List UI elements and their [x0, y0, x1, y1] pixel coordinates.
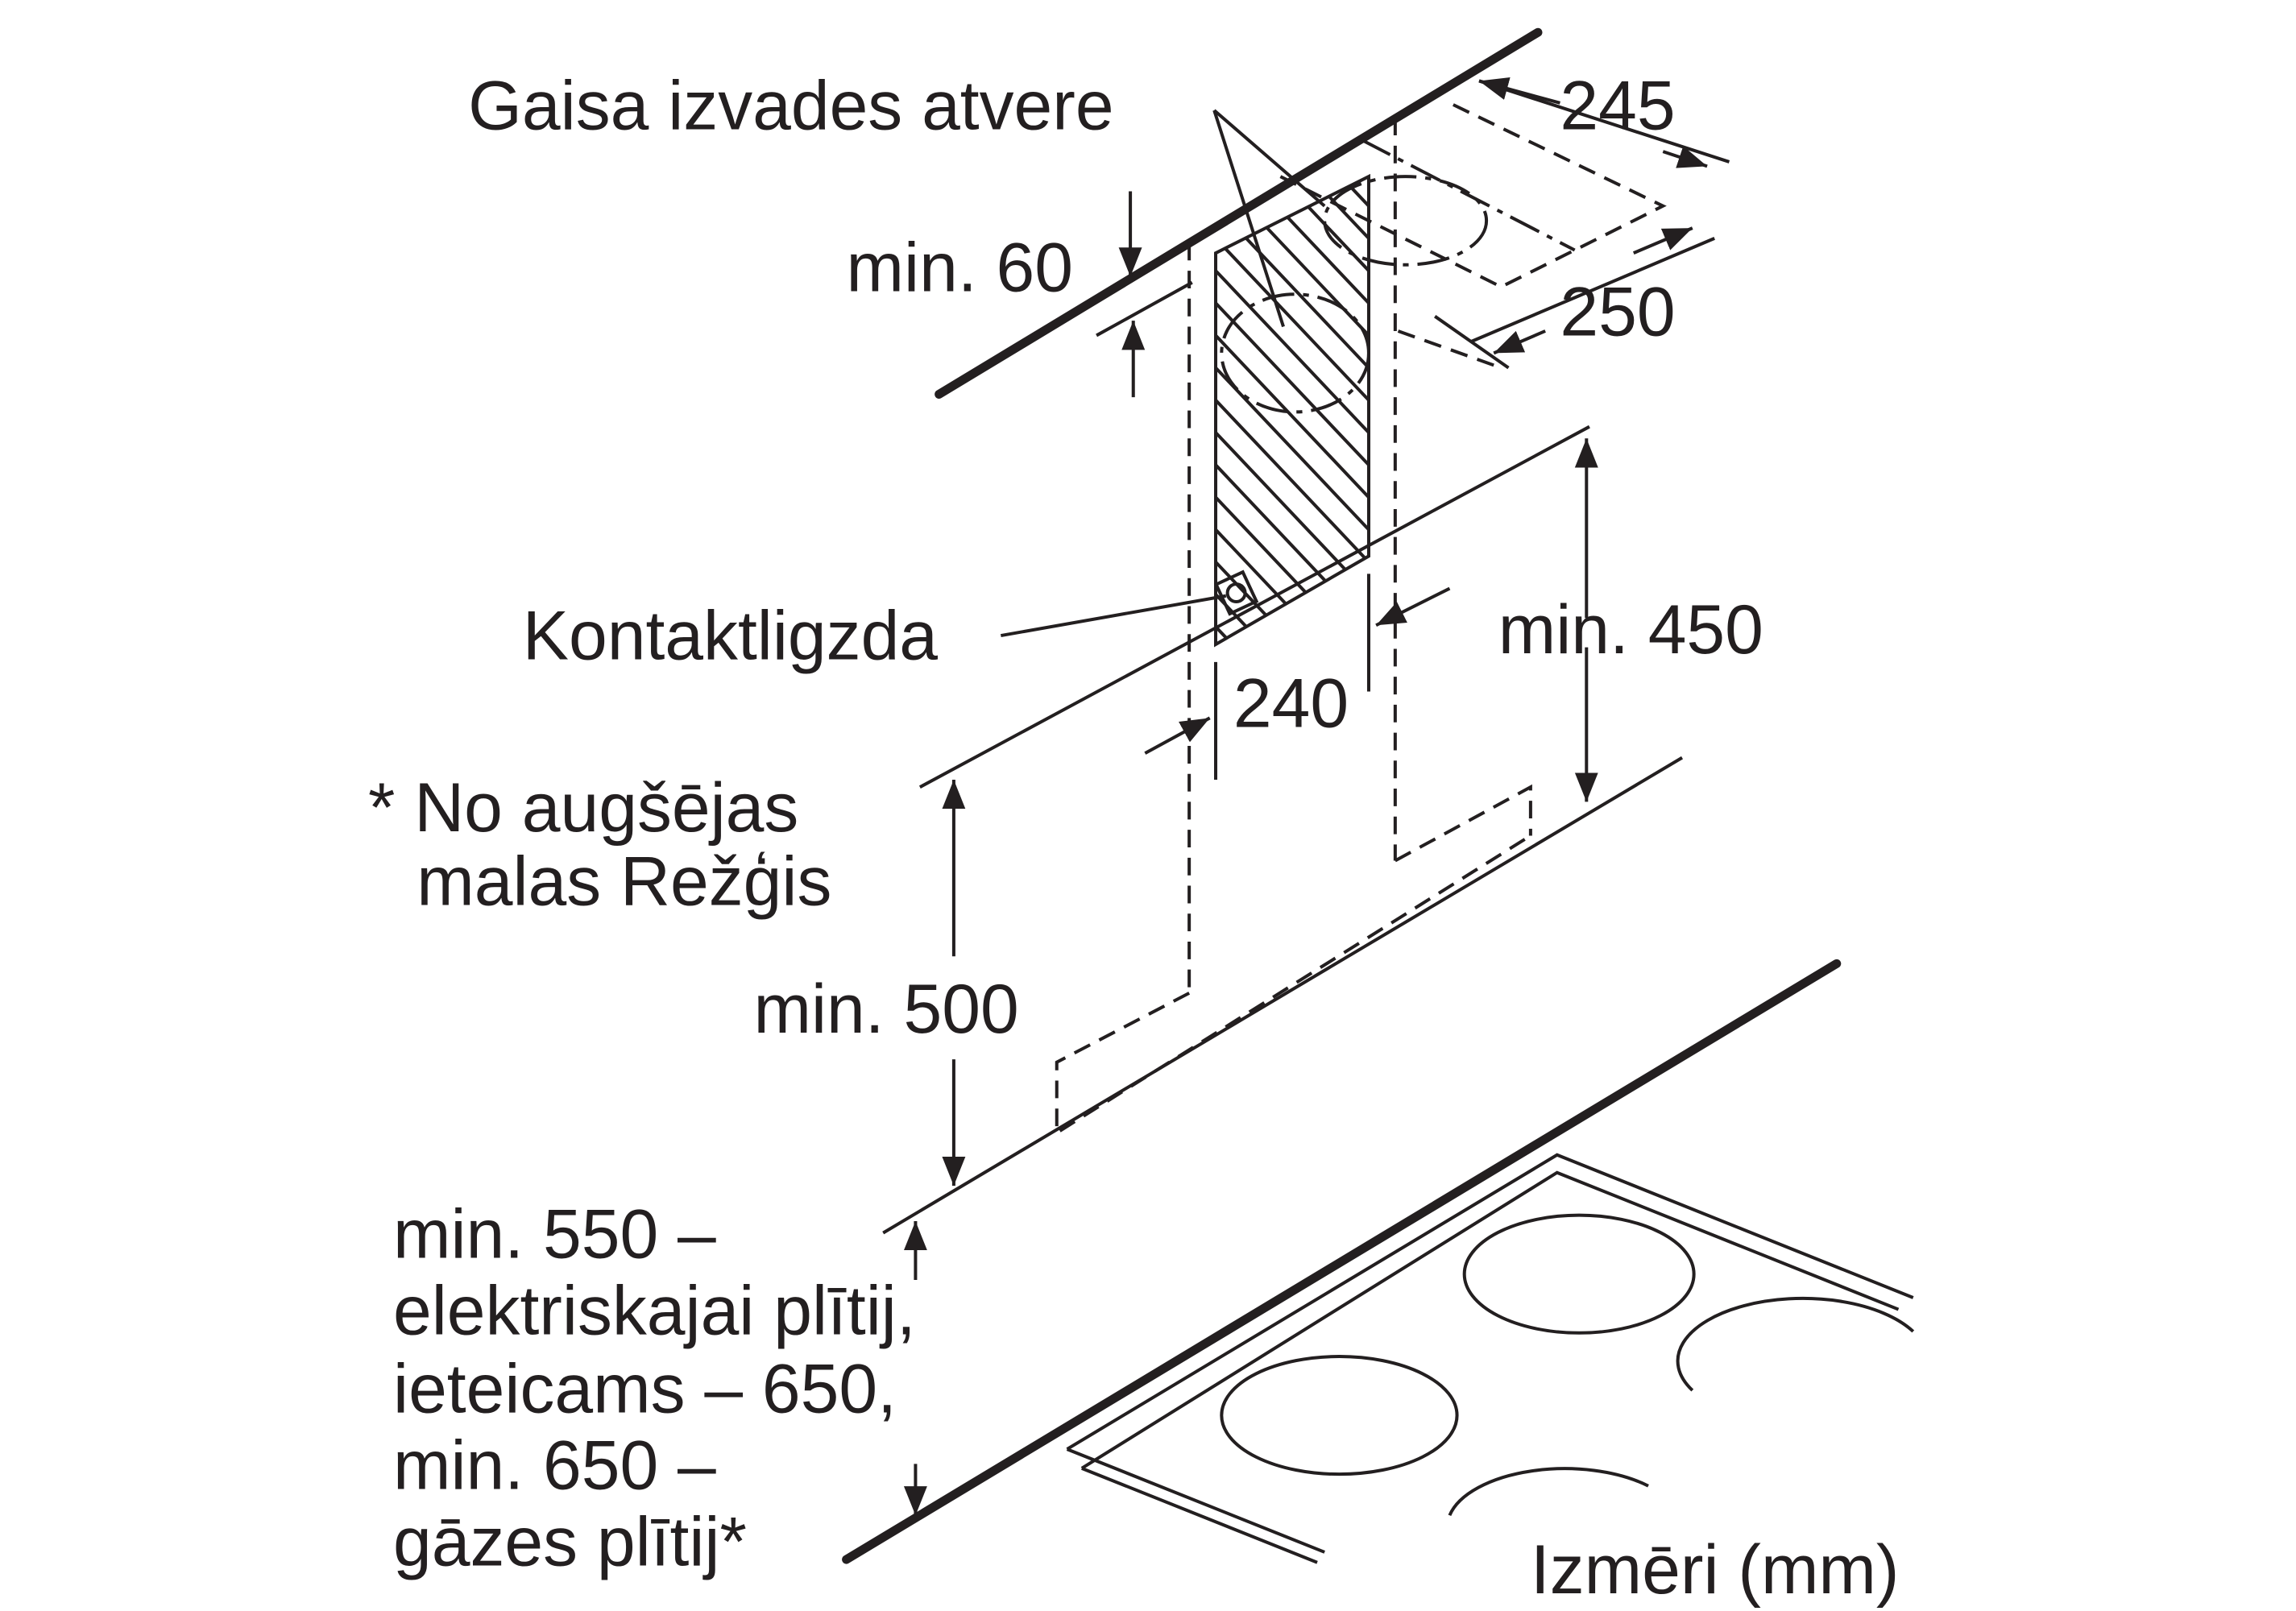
burner — [1462, 1213, 1696, 1335]
burner — [1676, 1296, 1915, 1392]
socket-label: Kontaktligzda — [523, 597, 939, 674]
hatch-line — [1216, 269, 1369, 434]
duct-outline — [1279, 101, 1667, 289]
hatch-line — [1216, 334, 1369, 499]
dim-240: 240 — [1233, 665, 1349, 742]
hatch-line — [1216, 0, 1369, 77]
hatch-line — [1216, 756, 1369, 918]
hatch-line — [1216, 301, 1369, 466]
footnote-line1: * No augšējas — [368, 769, 798, 847]
ref-line — [1096, 280, 1193, 338]
dim-min450: min. 450 — [1498, 591, 1763, 669]
hatch-line — [1216, 367, 1369, 531]
hatch-line — [1216, 593, 1369, 644]
hatch-line — [1216, 176, 1369, 304]
dim-min500: min. 500 — [754, 971, 1019, 1048]
hatch-line — [1216, 724, 1369, 886]
height-note-line: min. 650 – — [393, 1427, 716, 1504]
hood-top-line — [918, 424, 1590, 789]
hatch-line — [1216, 0, 1369, 44]
hatch-line — [1216, 495, 1369, 644]
hatch-line — [1216, 399, 1369, 564]
height-note-line: gāzes plītij* — [393, 1503, 747, 1580]
hatch-line — [1216, 0, 1369, 141]
ceiling-line — [935, 27, 1543, 399]
units-label: Izmēri (mm) — [1531, 1531, 1900, 1609]
socket-icon — [1213, 569, 1259, 616]
air-outlet-circle-top — [1323, 175, 1489, 267]
height-note: min. 550 – elektriskajai plītij, ieteica… — [393, 1196, 916, 1581]
burner — [1220, 1355, 1459, 1476]
dim-min60: min. 60 — [847, 230, 1073, 307]
hatch-line — [1216, 431, 1369, 596]
installation-zone — [1213, 0, 1370, 918]
height-note-line: ieteicams – 650, — [393, 1350, 897, 1427]
hood-bottom-line — [882, 756, 1684, 1235]
dim-245: 245 — [1560, 68, 1675, 145]
height-note-line: min. 550 – — [393, 1196, 716, 1273]
hatch-line — [1216, 237, 1369, 402]
dim-250: 250 — [1560, 273, 1675, 350]
height-note-line: elektriskajai plītij, — [393, 1273, 916, 1350]
cooktop — [1066, 1153, 1915, 1564]
worktop-edge — [842, 959, 1842, 1564]
hatch-line — [1216, 0, 1369, 109]
hatch-line — [1216, 205, 1369, 370]
footnote-line2: malas Režģis — [417, 843, 831, 920]
air-outlet-label: Gaisa izvades atvere — [468, 68, 1113, 145]
air-outlet-circle — [1220, 292, 1370, 414]
hatch-line — [1216, 176, 1369, 240]
burner — [1448, 1467, 1649, 1517]
